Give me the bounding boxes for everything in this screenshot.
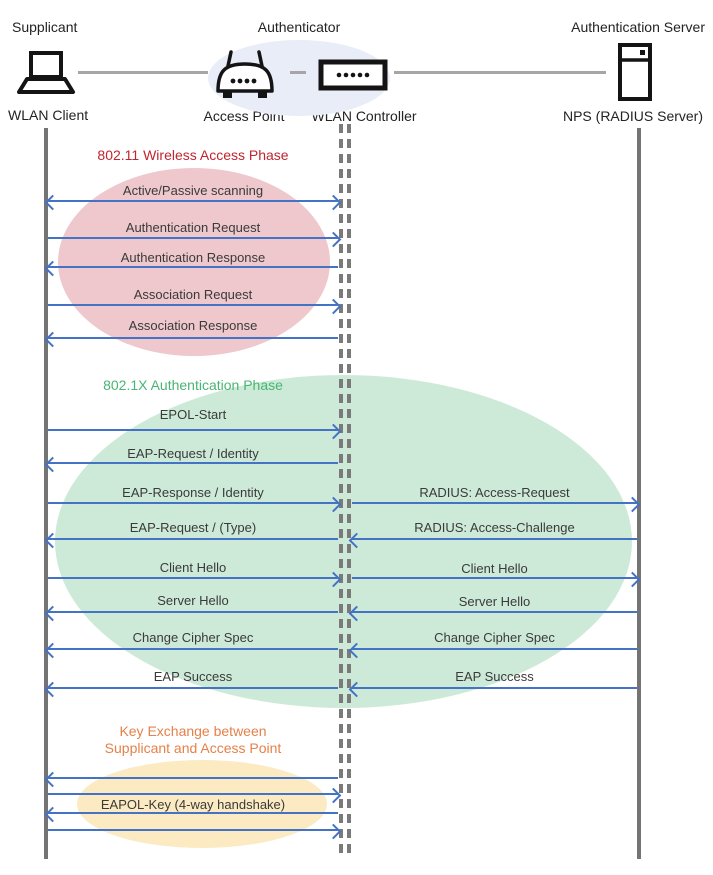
wlan-controller-icon [318,59,388,91]
message-label: EAPOL-Key (4-way handshake) [100,797,286,812]
connector-controller-server [394,71,606,74]
message-label: EAP Success [455,669,534,684]
laptop-icon [17,51,75,94]
arrow-left [44,605,338,621]
arrow-left [44,331,338,347]
message-label: EAP-Response / Identity [122,485,264,500]
role-authentication-server: Authentication Server [571,19,705,35]
phase3-title: Key Exchange between Supplicant and Acce… [48,723,338,757]
arrow-right [48,571,342,587]
phase3-title-line1: Key Exchange between [119,723,267,739]
message-label: RADIUS: Access-Challenge [414,520,575,535]
message-label: Change Cipher Spec [132,630,254,645]
message-label: Change Cipher Spec [434,630,555,645]
message-label: EAP-Request / Identity [127,446,259,461]
role-supplicant: Supplicant [12,19,78,35]
arrow-right [352,571,641,587]
message-label: Authentication Request [125,220,261,235]
message-label: Association Response [128,318,258,333]
message-label: Association Request [133,287,253,302]
lifeline-controller-dashed-1 [339,124,343,857]
lifeline-wlan-client [44,128,48,859]
arrow-left [44,532,338,548]
message-label: Client Hello [159,560,227,575]
arrow-left [348,532,637,548]
access-point-icon [216,50,274,98]
phase2-title: 802.1X Authentication Phase [103,377,283,393]
node-nps-radius-server: NPS (RADIUS Server) [562,108,704,124]
server-icon [618,43,652,101]
arrow-left [44,456,338,472]
phase2-ellipse [55,375,632,708]
arrow-left [44,642,338,658]
phase3-ellipse [77,760,327,848]
arrow-left [348,642,637,658]
arrow-right [352,496,641,512]
arrow-right [48,787,342,803]
phase1-title: 802.11 Wireless Access Phase [97,147,289,163]
arrow-right [48,496,342,512]
message-label: Authentication Response [120,250,266,265]
connector-ap-controller [290,71,306,74]
message-label: EPOL-Start [159,407,227,422]
message-label: RADIUS: Access-Request [419,485,570,500]
message-label: Client Hello [461,561,528,576]
arrow-left [44,806,338,822]
arrow-left [44,681,338,697]
arrow-left [348,681,637,697]
phase3-title-line2: Supplicant and Access Point [104,740,282,756]
arrow-right [48,231,342,247]
connector-client-ap [78,71,208,74]
arrow-left [44,260,338,276]
node-wlan-client: WLAN Client [8,107,89,123]
arrow-left [44,771,338,787]
arrow-left [348,605,637,621]
arrow-right [48,823,342,839]
message-label: Server Hello [458,594,531,609]
arrow-both [44,194,342,210]
message-label: Server Hello [157,593,229,608]
lifeline-nps-server [637,128,641,859]
arrow-right [48,423,342,439]
message-label: EAP-Request / (Type) [129,520,257,535]
lifeline-controller-dashed-2 [347,124,351,857]
message-label: EAP Success [153,669,233,684]
phase1-ellipse [58,168,330,356]
arrow-right [48,298,342,314]
role-authenticator: Authenticator [257,19,341,35]
message-label: Active/Passive scanning [122,183,264,198]
